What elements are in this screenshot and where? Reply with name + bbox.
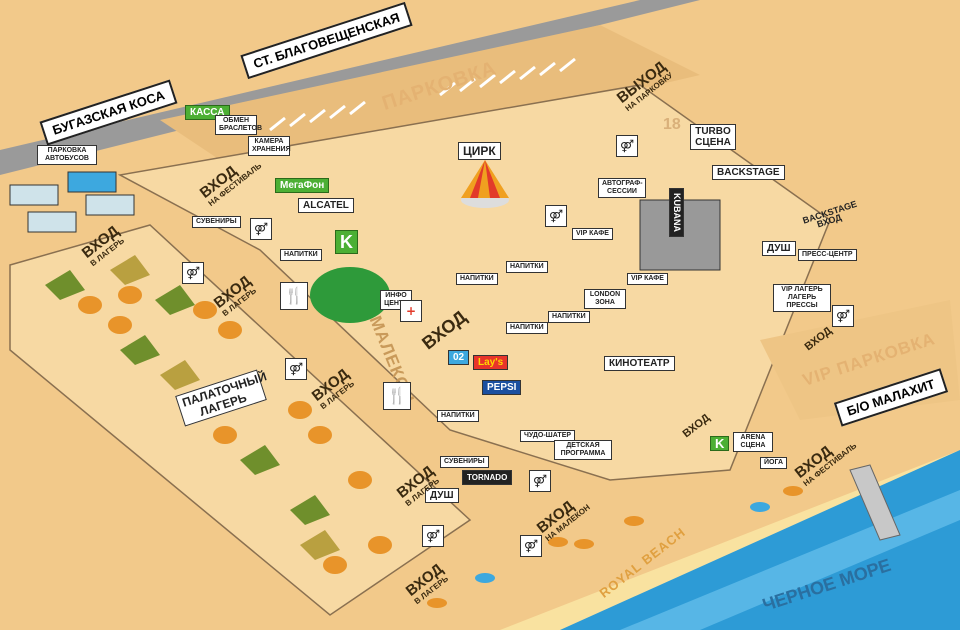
label-vip-cafe-2: VIP КАФЕ — [627, 273, 668, 285]
label-souvenirs-1: СУВЕНИРЫ — [192, 216, 241, 228]
label-arena-stage: ARENA СЦЕНА — [733, 432, 773, 452]
label-vip-press-camp: VIP ЛАГЕРЬ ЛАГЕРЬ ПРЕССЫ — [773, 284, 831, 312]
restroom-icon: ⚤ — [545, 205, 567, 227]
label-cinema: КИНОТЕАТР — [604, 356, 675, 371]
restroom-icon: ⚤ — [250, 218, 272, 240]
restroom-icon: ⚤ — [616, 135, 638, 157]
label-k-logo: K — [335, 230, 358, 254]
label-circus: ЦИРК — [458, 142, 501, 160]
label-alcatel: ALCATEL — [298, 198, 354, 213]
restroom-icon: ⚤ — [182, 262, 204, 284]
label-press-center: ПРЕСС-ЦЕНТР — [798, 249, 857, 261]
label-drinks-3: НАПИТКИ — [506, 261, 548, 273]
beach — [500, 450, 960, 630]
black-sea — [560, 450, 960, 630]
label-tornado: TORNADO — [462, 470, 513, 485]
label-k-logo-arena: K — [710, 436, 730, 451]
camp-tents — [45, 255, 392, 574]
label-number-18: 18 — [663, 116, 681, 133]
label-bracelet-exchange: ОБМЕН БРАСЛЕТОВ — [215, 115, 262, 135]
label-miracle-tent: ЧУДО-ШАТЕР — [520, 430, 576, 442]
label-turbo-stage: TURBO СЦЕНА — [690, 124, 736, 150]
parking-area — [160, 25, 700, 180]
label-lays: Lay's — [473, 355, 509, 370]
label-drinks-4: НАПИТКИ — [506, 322, 548, 334]
restroom-icon: ⚤ — [832, 305, 854, 327]
label-kids-program: ДЕТСКАЯ ПРОГРАММА — [554, 440, 612, 460]
restroom-icon: ⚤ — [422, 525, 444, 547]
label-o2: 02 — [448, 350, 470, 365]
restroom-icon: ⚤ — [520, 535, 542, 557]
label-drinks-5: НАПИТКИ — [548, 311, 590, 323]
label-shower-1: ДУШ — [762, 241, 796, 256]
label-bus-parking: ПАРКОВКА АВТОБУСОВ — [37, 145, 97, 165]
label-storage: КАМЕРА ХРАНЕНИЯ — [248, 136, 291, 156]
label-drinks-6: НАПИТКИ — [437, 410, 479, 422]
fork-knife-icon: 🍴 — [280, 282, 308, 310]
label-drinks-1: НАПИТКИ — [280, 249, 322, 261]
label-vip-cafe-1: VIP КАФЕ — [572, 228, 613, 240]
pier — [849, 464, 901, 541]
parking-stripes — [269, 57, 576, 132]
restroom-icon: ⚤ — [285, 358, 307, 380]
label-souvenirs-2: СУВЕНИРЫ — [440, 456, 489, 468]
beach-umbrellas — [427, 486, 803, 608]
fork-knife-icon: 🍴 — [383, 382, 411, 410]
label-drinks-2: НАПИТКИ — [456, 273, 498, 285]
first-aid-icon: + — [400, 300, 422, 322]
label-kubana: KUBANA — [669, 188, 684, 237]
label-megafon: МегаФон — [275, 178, 330, 193]
label-london-zone: LONDON ЗОНА — [584, 289, 626, 309]
label-shower-2: ДУШ — [425, 488, 459, 503]
label-yoga: ЙОГА — [760, 457, 788, 469]
circus-tent — [461, 160, 509, 208]
buses — [9, 171, 135, 233]
restroom-icon: ⚤ — [529, 470, 551, 492]
label-autograph: АВТОГРАФ-СЕССИИ — [598, 178, 646, 198]
label-backstage: BACKSTAGE — [712, 165, 785, 180]
label-pepsi: PEPSI — [482, 380, 522, 395]
malecon-dome — [310, 267, 390, 323]
